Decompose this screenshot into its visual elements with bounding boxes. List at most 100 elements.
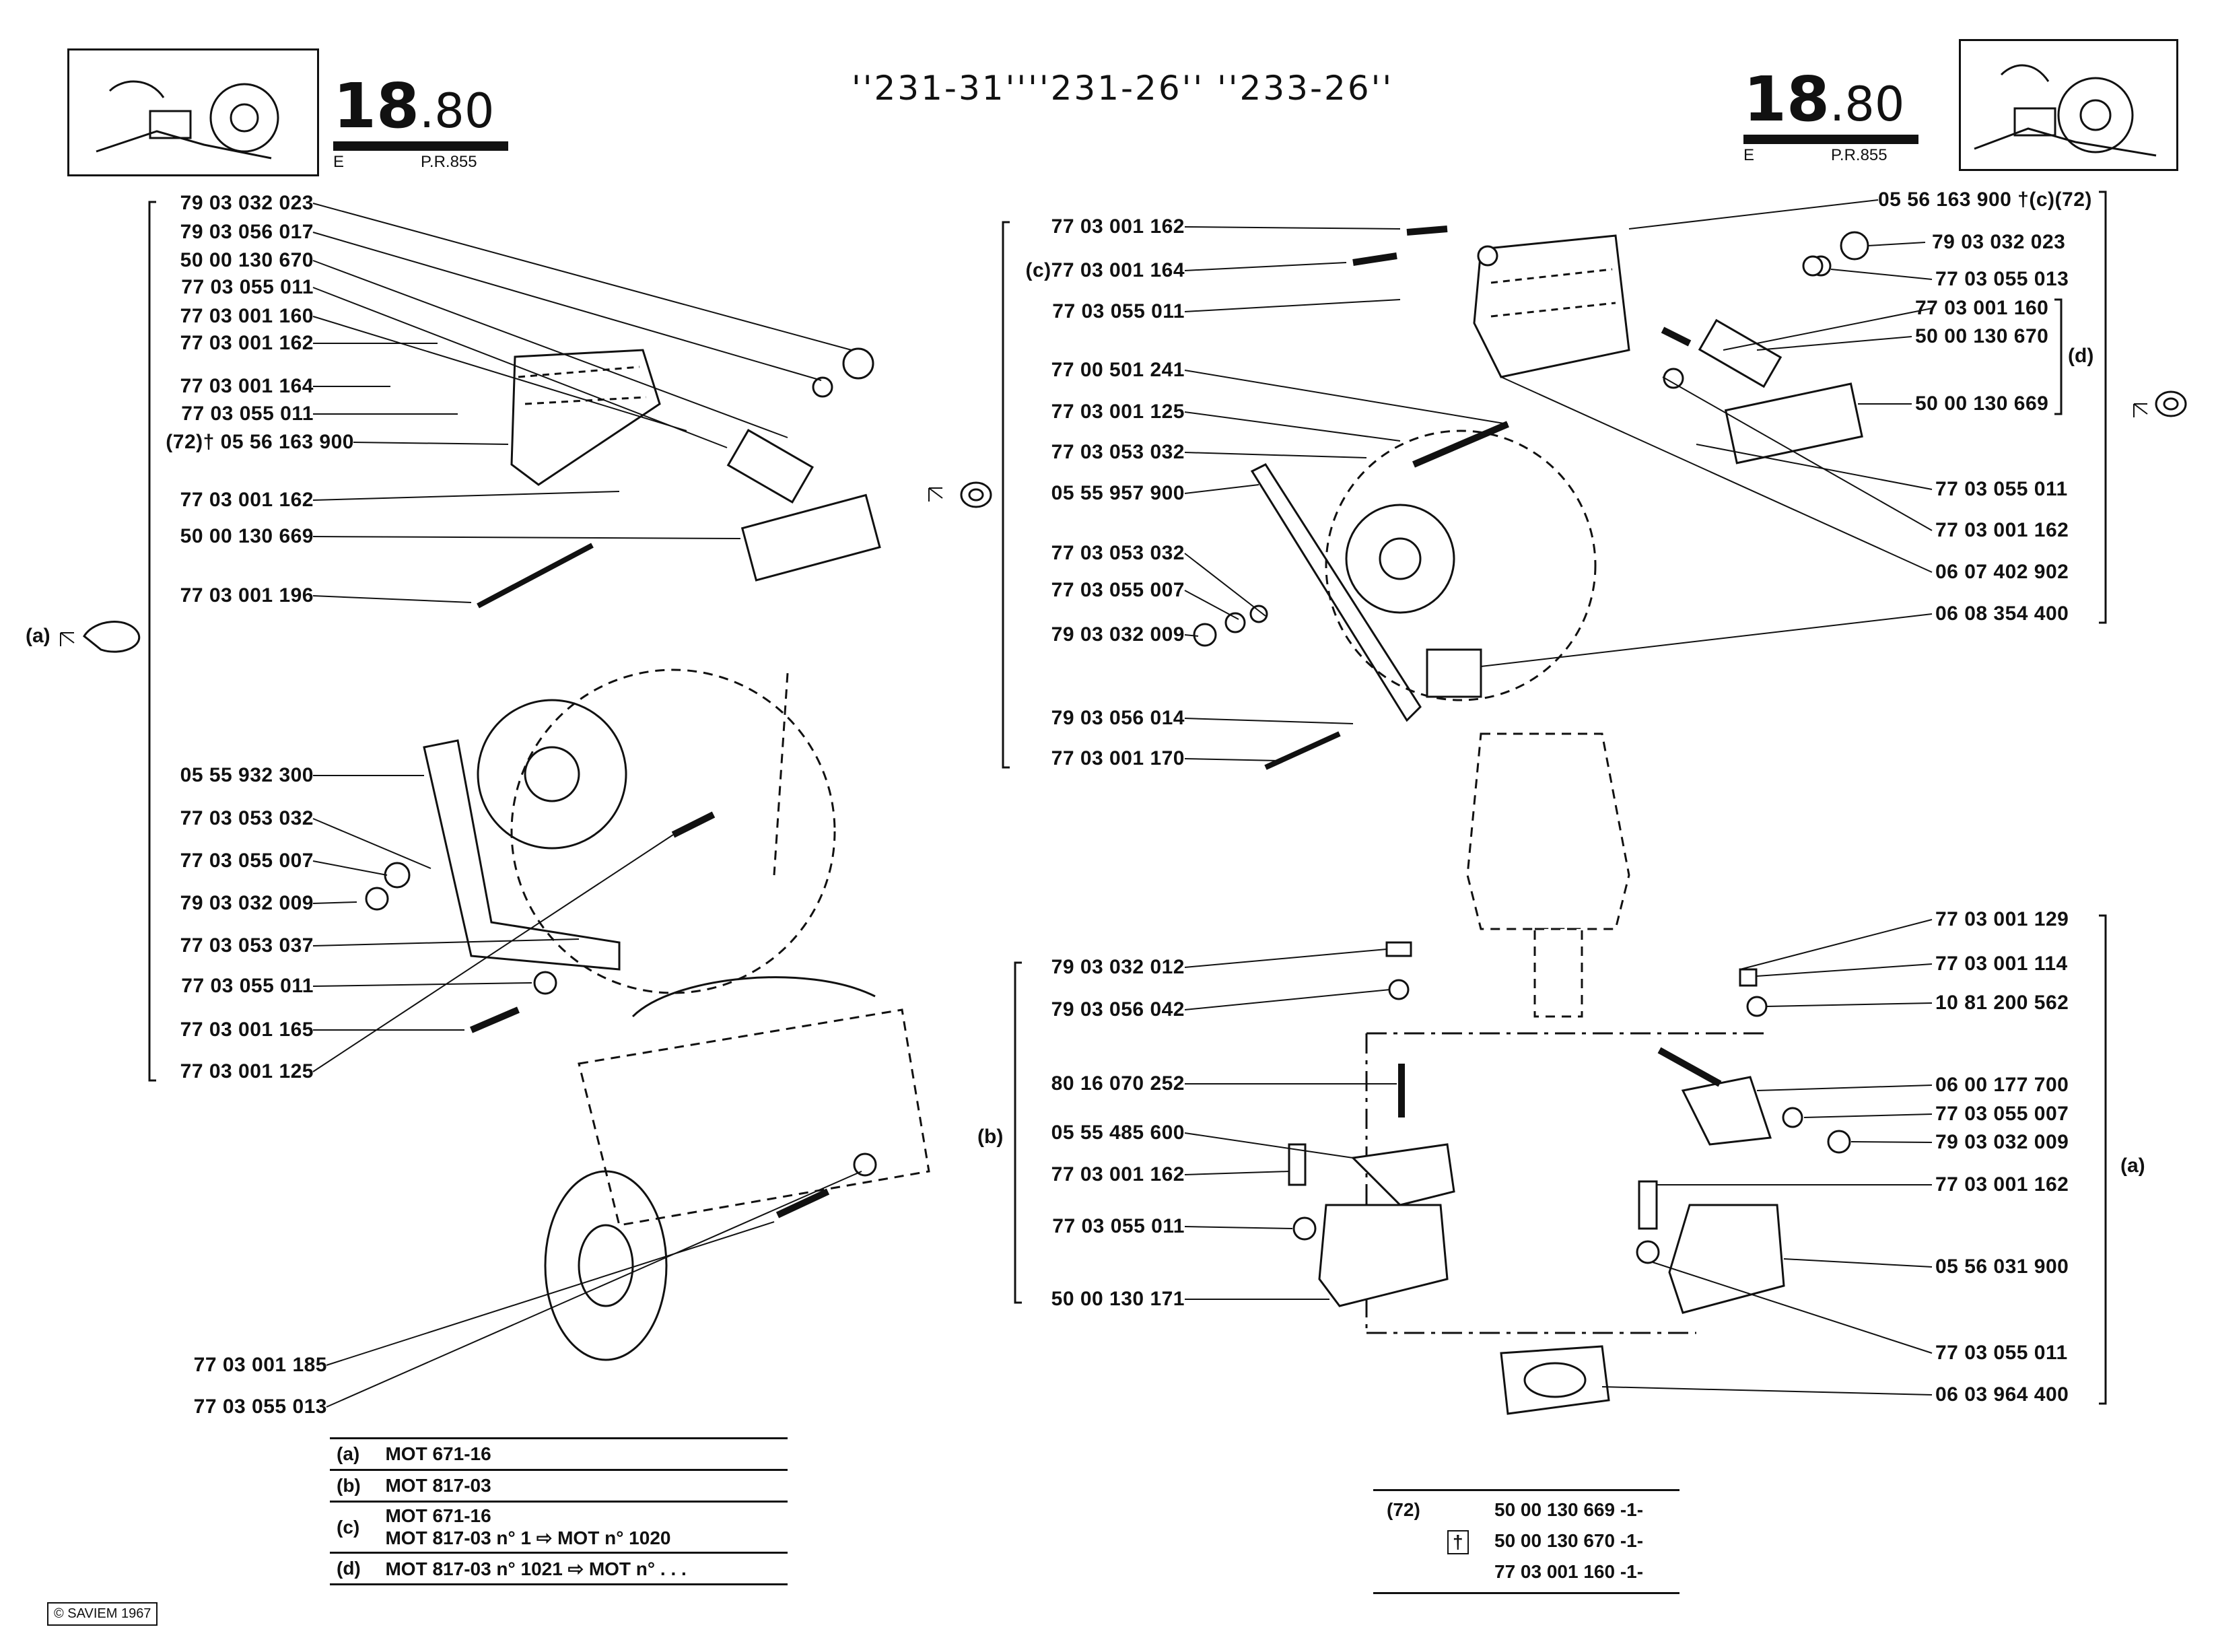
lr-left-label-2: 80 16 070 252 (1051, 1072, 1185, 1095)
ur-right-label-0: 05 56 163 900 †(c)(72) (1878, 188, 2092, 211)
legend-key: (a) (330, 1437, 379, 1471)
lr-right-label-9: 06 03 964 400 (1935, 1383, 2069, 1406)
left-label-11: 77 03 001 196 (180, 584, 314, 607)
left-label-2: 50 00 130 670 (180, 249, 314, 271)
right-thumbnail (1959, 39, 2178, 171)
ur-right-label-8: 06 07 402 902 (1935, 561, 2069, 583)
lr-right-label-3: 06 00 177 700 (1935, 1074, 2069, 1096)
left-label-9: 77 03 001 162 (180, 489, 314, 511)
lr-left-label-4: 77 03 001 162 (1051, 1163, 1185, 1185)
leader-lines (60, 199, 2148, 1408)
dagger-icon: † (1447, 1530, 1469, 1554)
lr-right-label-1: 77 03 001 114 (1935, 953, 2068, 975)
ur-right-label-5: 50 00 130 669 (1915, 392, 2049, 415)
ur-left-label-0: 77 03 001 162 (1051, 215, 1185, 238)
ur-left-label-2: 77 03 055 011 (1052, 300, 1185, 322)
left-label-16: 77 03 053 037 (180, 934, 314, 957)
left-label-20: 77 03 001 185 (193, 1354, 327, 1376)
ur-right-label-7: 77 03 001 162 (1935, 519, 2069, 541)
left-section-number: 18.80 (333, 70, 495, 142)
legend-text-line1: MOT 671-16 (385, 1505, 491, 1526)
right-header-sub-left: E (1743, 146, 1755, 164)
ur-right-label-1: 79 03 032 023 (1932, 231, 2066, 253)
ur-right-label-3: 77 03 001 160 (1915, 297, 2049, 319)
tag-d: (d) (2068, 345, 2094, 367)
legend-key: (c) (330, 1501, 379, 1554)
legend-text: MOT 671-16 (378, 1437, 788, 1471)
legend-row-c: (c) MOT 671-16 MOT 817-03 n° 1 ⇨ MOT n° … (330, 1501, 788, 1554)
right-section-number: 18.80 (1743, 63, 1905, 135)
note-72-block: (72) † 50 00 130 669 -1- 50 00 130 670 -… (1373, 1489, 1680, 1594)
ur-left-label-3: 77 00 501 241 (1051, 359, 1185, 381)
legend-text: MOT 817-03 n° 1021 ⇨ MOT n° . . . (378, 1552, 788, 1585)
bracket-lines (148, 191, 2107, 1405)
connector-icons (83, 390, 2187, 653)
left-label-21: 77 03 055 013 (193, 1396, 327, 1418)
left-label-19: 77 03 001 125 (180, 1060, 314, 1082)
left-label-13: 77 03 053 032 (180, 807, 314, 829)
lr-right-label-0: 77 03 001 129 (1935, 908, 2069, 930)
note-72-row-2: 77 03 001 160 -1- (1494, 1561, 1644, 1582)
left-label-5: 77 03 001 162 (180, 332, 314, 354)
ur-left-label-1: (c)77 03 001 164 (1025, 259, 1185, 281)
lr-right-label-4: 77 03 055 007 (1935, 1103, 2069, 1125)
ur-left-label-4: 77 03 001 125 (1051, 401, 1185, 423)
lr-left-label-5: 77 03 055 011 (1052, 1215, 1185, 1237)
left-label-0: 79 03 032 023 (180, 192, 314, 214)
ur-right-label-4: 50 00 130 670 (1915, 325, 2049, 347)
left-label-1: 79 03 056 017 (180, 221, 314, 243)
ur-left-label-9: 79 03 032 009 (1051, 623, 1185, 646)
tag-a-right: (a) (2120, 1155, 2145, 1177)
left-label-18: 77 03 001 165 (180, 1019, 314, 1041)
ur-right-label-2: 77 03 055 013 (1935, 268, 2069, 290)
ur-left-label-11: 77 03 001 170 (1051, 747, 1185, 769)
left-label-10: 50 00 130 669 (180, 525, 314, 547)
left-label-14: 77 03 055 007 (180, 850, 314, 872)
legend-text: MOT 817-03 (378, 1470, 788, 1503)
ur-left-label-7: 77 03 053 032 (1051, 542, 1185, 564)
legend-text-line2: MOT 817-03 n° 1 ⇨ MOT n° 1020 (385, 1527, 671, 1548)
upper-right-cluster-parts (1193, 226, 1869, 770)
tag-a-left: (a) (26, 625, 50, 647)
left-thumbnail (67, 48, 319, 176)
alternator-thumbnail-icon (1974, 64, 2157, 157)
lr-right-label-2: 10 81 200 562 (1935, 992, 2069, 1014)
note-72-row-1: 50 00 130 670 -1- (1494, 1530, 1644, 1551)
legend-row-a: (a) MOT 671-16 (330, 1437, 788, 1471)
lr-left-label-6: 50 00 130 171 (1051, 1288, 1185, 1310)
lr-right-label-8: 77 03 055 011 (1935, 1342, 2068, 1364)
left-label-4: 77 03 001 160 (180, 305, 314, 327)
left-label-15: 79 03 032 009 (180, 892, 314, 914)
left-label-17: 77 03 055 011 (181, 975, 314, 997)
lr-right-label-7: 05 56 031 900 (1935, 1255, 2069, 1278)
lr-left-label-3: 05 55 485 600 (1051, 1122, 1185, 1144)
copyright-mark: © SAVIEM 1967 (47, 1602, 158, 1626)
left-label-7: 77 03 055 011 (181, 403, 314, 425)
note-72-key: (72) (1387, 1499, 1420, 1520)
lr-left-label-0: 79 03 032 012 (1051, 956, 1185, 978)
lr-right-label-6: 77 03 001 162 (1935, 1173, 2069, 1196)
lower-right-cluster-parts (1288, 732, 1851, 1415)
ur-left-label-6: 05 55 957 900 (1051, 482, 1185, 504)
left-header-sub-left: E (333, 153, 345, 171)
ur-right-label-9: 06 08 354 400 (1935, 603, 2069, 625)
legend-text: MOT 671-16 MOT 817-03 n° 1 ⇨ MOT n° 1020 (378, 1501, 788, 1554)
note-72-row-0: 50 00 130 669 -1- (1494, 1499, 1644, 1520)
legend-row-d: (d) MOT 817-03 n° 1021 ⇨ MOT n° . . . (330, 1552, 788, 1585)
lr-right-label-5: 79 03 032 009 (1935, 1131, 2069, 1153)
ur-left-label-5: 77 03 053 032 (1051, 441, 1185, 463)
variant-legend-table: (a) MOT 671-16 (b) MOT 817-03 (c) MOT 67… (330, 1437, 788, 1585)
legend-row-b: (b) MOT 817-03 (330, 1470, 788, 1503)
ur-right-label-6: 77 03 055 011 (1935, 478, 2068, 500)
legend-key: (b) (330, 1470, 379, 1503)
page-title: ''231-31''''231-26'' ''233-26'' (852, 69, 1394, 108)
right-header-bar (1743, 135, 1918, 144)
ur-left-label-8: 77 03 055 007 (1051, 579, 1185, 601)
left-label-6: 77 03 001 164 (180, 375, 314, 397)
tag-b: (b) (977, 1126, 1004, 1148)
left-cluster-parts (365, 347, 930, 1361)
lr-left-label-1: 79 03 056 042 (1051, 998, 1185, 1021)
left-label-3: 77 03 055 011 (181, 276, 314, 298)
